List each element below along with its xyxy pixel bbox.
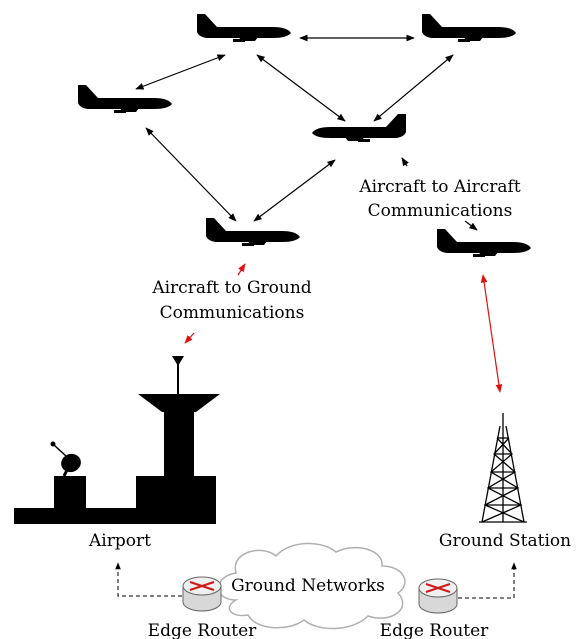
- airport-tower-icon: [14, 356, 220, 524]
- router-icon: [418, 578, 458, 614]
- router-links: [115, 562, 517, 599]
- edge-router-right-label: Edge Router: [380, 621, 490, 639]
- radar-dish-icon: [50, 441, 81, 477]
- edge-router-left-label: Edge Router: [148, 621, 258, 639]
- a2g-label-line2: Communications: [160, 303, 305, 323]
- aircraft-icon: [437, 229, 531, 257]
- ground-station-tower-icon: [479, 413, 527, 523]
- aircraft-icon: [197, 14, 291, 42]
- ground-links: [184, 263, 503, 393]
- cloud-icon: [218, 542, 406, 630]
- a2g-label-line1: Aircraft to Ground: [151, 278, 311, 298]
- aircraft-icon: [312, 114, 406, 142]
- aircraft-icon: [422, 14, 516, 42]
- router-icon: [182, 576, 222, 612]
- aircraft-icon: [78, 85, 172, 113]
- a2a-label-line1: Aircraft to Aircraft: [358, 177, 521, 197]
- aircraft-icon: [206, 218, 300, 246]
- a2a-label-line2: Communications: [368, 201, 513, 221]
- ground-networks-label: Ground Networks: [231, 576, 385, 596]
- airport-label: Airport: [88, 531, 151, 551]
- ground-station-label: Ground Station: [439, 531, 571, 551]
- air-links: [135, 34, 478, 231]
